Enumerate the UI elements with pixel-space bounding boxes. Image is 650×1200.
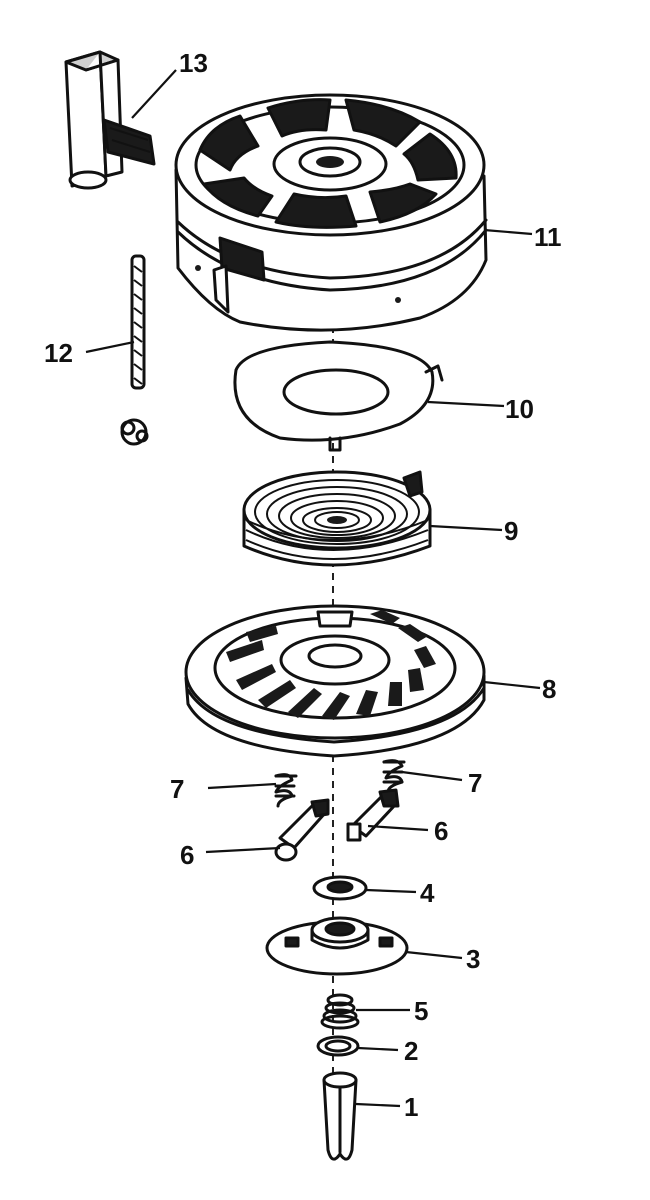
part-12-starter-rope bbox=[120, 254, 149, 446]
part-6-pawl-right bbox=[346, 788, 400, 842]
part-4-washer bbox=[312, 875, 368, 901]
part-13-rope-handle bbox=[64, 50, 156, 190]
label-part-6-left: 6 bbox=[180, 840, 194, 870]
part-5-brake-spring bbox=[320, 993, 360, 1030]
label-part-11: 11 bbox=[534, 222, 562, 252]
part-10-spring-cover-plate bbox=[233, 340, 444, 452]
label-part-4: 4 bbox=[420, 878, 435, 908]
label-part-12: 12 bbox=[44, 338, 73, 368]
label-part-5: 5 bbox=[414, 996, 428, 1026]
label-part-7-left: 7 bbox=[170, 774, 184, 804]
part-8-rope-pulley bbox=[184, 604, 486, 758]
label-part-3: 3 bbox=[466, 944, 480, 974]
label-part-10: 10 bbox=[505, 394, 534, 424]
label-part-2: 2 bbox=[404, 1036, 418, 1066]
part-6-pawl-left bbox=[274, 798, 330, 862]
part-9-recoil-spring bbox=[242, 470, 432, 567]
part-3-pawl-retainer bbox=[265, 916, 409, 976]
part-7-pawl-spring-right bbox=[382, 759, 406, 794]
leader-lines bbox=[85, 69, 541, 1108]
label-part-13: 13 bbox=[179, 48, 208, 78]
label-part-1: 1 bbox=[404, 1092, 418, 1122]
part-7-pawl-spring-left bbox=[274, 773, 298, 808]
part-1-retainer-pin bbox=[322, 1071, 358, 1161]
part-2-washer bbox=[316, 1035, 360, 1057]
part-11-starter-housing bbox=[174, 93, 488, 332]
label-part-6-right: 6 bbox=[434, 816, 448, 846]
label-part-7-right: 7 bbox=[468, 768, 482, 798]
label-part-8: 8 bbox=[542, 674, 556, 704]
label-part-9: 9 bbox=[504, 516, 518, 546]
